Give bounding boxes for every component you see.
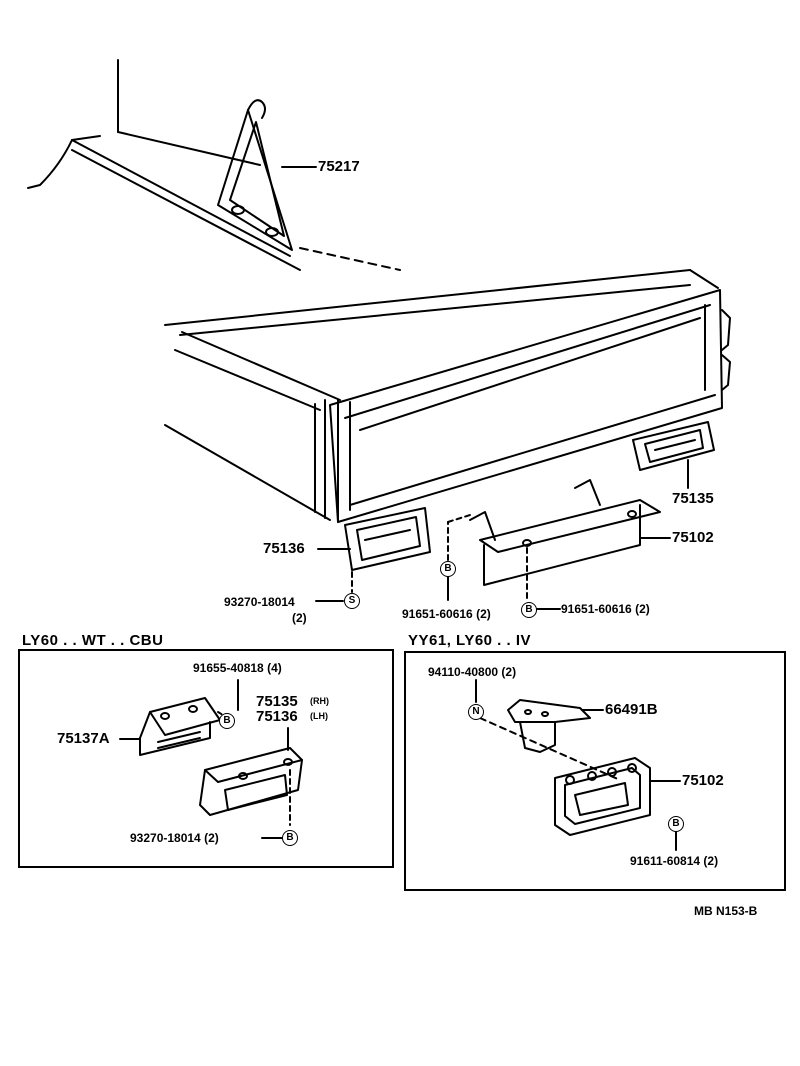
nut-symbol-n: N bbox=[468, 704, 484, 720]
label-75102: 75102 bbox=[672, 529, 714, 546]
bolt-symbol-b-5: B bbox=[668, 816, 684, 832]
inset-left-box bbox=[18, 649, 394, 868]
plate-bracket-75102 bbox=[554, 757, 651, 836]
bolt-symbol-b: B bbox=[440, 561, 456, 577]
label-75135: 75135 bbox=[672, 490, 714, 507]
label-inset-75102: 75102 bbox=[682, 772, 724, 789]
screw-symbol-s: S bbox=[344, 593, 360, 609]
cab-outline bbox=[27, 59, 401, 271]
label-91651-left: 91651-60616 (2) bbox=[402, 607, 491, 621]
bracket-66491B bbox=[507, 699, 591, 753]
label-94110-40800: 94110-40800 (2) bbox=[428, 665, 517, 679]
truck-bed bbox=[164, 269, 731, 523]
label-66491B: 66491B bbox=[605, 701, 658, 718]
label-75137A: 75137A bbox=[57, 730, 110, 747]
reference-code: MB N153-B bbox=[694, 904, 758, 918]
label-inset-93270: 93270-18014 (2) bbox=[130, 831, 219, 845]
bolt-symbol-b-2: B bbox=[521, 602, 537, 618]
triangle-stand-75217 bbox=[217, 99, 293, 251]
inset-right-header: YY61, LY60 . . IV bbox=[408, 632, 532, 649]
bracket-75102 bbox=[469, 479, 661, 586]
label-75217: 75217 bbox=[318, 158, 360, 175]
label-93270-qty: (2) bbox=[292, 611, 307, 625]
label-rh: (RH) bbox=[310, 696, 329, 706]
label-93270-18014: 93270-18014 bbox=[224, 595, 295, 609]
label-91651-right: 91651-60616 (2) bbox=[561, 602, 650, 616]
label-inset-75135: 75135 bbox=[256, 693, 298, 710]
inset-left-header: LY60 . . WT . . CBU bbox=[22, 632, 164, 649]
lamp-housing-75135-75136 bbox=[199, 747, 303, 816]
lamp-75135 bbox=[632, 421, 715, 471]
label-91611-60814: 91611-60814 (2) bbox=[630, 854, 719, 868]
label-91655-40818: 91655-40818 (4) bbox=[193, 661, 282, 675]
lamp-75136 bbox=[344, 507, 431, 571]
inset-right-box bbox=[404, 651, 786, 891]
label-inset-75136: 75136 bbox=[256, 708, 298, 725]
bolt-symbol-b-4: B bbox=[282, 830, 298, 846]
bolt-symbol-b-3: B bbox=[219, 713, 235, 729]
label-lh: (LH) bbox=[310, 711, 328, 721]
label-75136: 75136 bbox=[263, 540, 305, 557]
